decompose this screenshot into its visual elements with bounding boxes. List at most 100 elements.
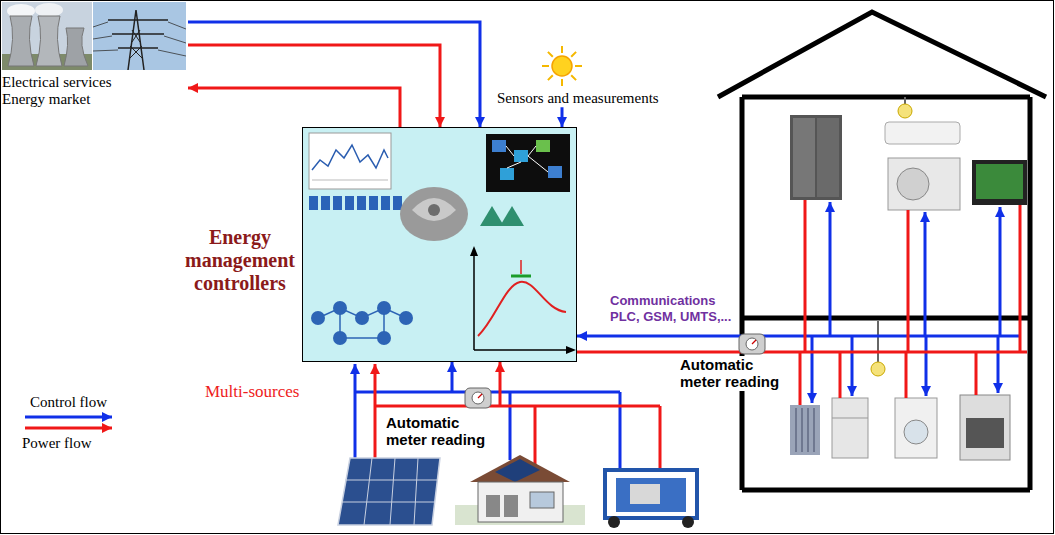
controller-collage (355, 311, 369, 325)
control-flow-arrow (561, 107, 564, 127)
controller-collage (309, 196, 318, 210)
pylon-photo (128, 10, 144, 70)
grid-supply: Electrical servicesEnergy market (2, 2, 188, 109)
controller-collage (492, 140, 506, 152)
meter-icon (739, 334, 765, 354)
controller-collage (428, 204, 440, 216)
appliance-icon (895, 398, 937, 458)
pylon-photo (93, 2, 186, 70)
controller-collage (500, 206, 524, 226)
appliance-icon (904, 420, 928, 444)
controller-collage (400, 187, 468, 241)
controller-collage (311, 311, 325, 325)
battery-house (495, 459, 540, 482)
control-wire (680, 335, 1020, 338)
pylon-photo (108, 20, 168, 48)
meter-icon (465, 388, 491, 408)
appliance-icon (832, 418, 868, 419)
appliance-icon (966, 418, 1004, 448)
power-flow-arrow (499, 362, 502, 388)
controller-box: Energy management controllers (302, 127, 577, 362)
control-wire (999, 207, 1002, 336)
control-flow-arrow (188, 22, 480, 127)
generator (616, 478, 686, 512)
battery-house (478, 482, 563, 522)
appliance-icon (897, 168, 929, 200)
appliance-icon (877, 321, 879, 362)
battery-house (455, 455, 585, 525)
control-flow-arrow (451, 362, 454, 388)
protocol-label: Communications (610, 294, 715, 309)
sensor-input: Sensors and measurements (497, 48, 712, 107)
supply-label: Electrical services (2, 74, 188, 91)
meter-icon (739, 334, 765, 354)
generator (608, 516, 620, 528)
sources-label: Multi-sources (205, 382, 299, 402)
controller-collage (486, 134, 570, 192)
battery-house (504, 495, 518, 517)
legend-sample (25, 427, 112, 430)
control-flow-arrow (577, 335, 680, 338)
appliance-icon (898, 104, 912, 118)
controller-collage (514, 150, 528, 162)
battery-house (486, 495, 500, 517)
generator (605, 470, 697, 518)
control-wire (851, 336, 854, 396)
controller-collage (302, 127, 577, 362)
appliance-icon (817, 118, 839, 197)
appliance-icon (960, 395, 1010, 460)
controller-collage (548, 166, 562, 178)
legend-text: Power flow (22, 435, 92, 452)
appliance-icon (796, 408, 814, 452)
house-outline (718, 12, 1046, 97)
power-plant-photo (35, 3, 63, 17)
pylon-photo (93, 2, 186, 70)
legend-text: Control flow (30, 394, 107, 411)
controller-collage (500, 168, 514, 180)
sun-icon (542, 46, 582, 86)
controller-collage (478, 282, 566, 336)
meter-node: Automatic meter reading (386, 388, 510, 449)
control-wire (354, 364, 357, 458)
power-flow-arrow (188, 88, 400, 127)
controller-collage (520, 260, 522, 274)
meter-icon (465, 388, 491, 408)
power-plant-photo (64, 28, 88, 66)
supply-label: Energy market (2, 91, 188, 108)
control-wire (997, 336, 1000, 393)
solar-panel (338, 458, 440, 525)
power-plant-photo (8, 16, 34, 66)
controller-collage (399, 311, 413, 325)
house-outline (742, 97, 1030, 490)
controller-collage (333, 196, 342, 210)
controller-collage (302, 127, 577, 362)
meter-icon (752, 340, 756, 344)
power-wire (374, 364, 377, 458)
protocol-label: PLC, GSM, UMTS,... (610, 310, 731, 325)
power-flow-line (577, 351, 680, 354)
appliance-icon (972, 160, 1027, 205)
controller-collage (345, 196, 354, 210)
appliance-icon (904, 97, 906, 104)
power-plant-photo (36, 16, 62, 66)
sun-icon (542, 46, 582, 86)
meter-label: Automatic meter reading (680, 356, 790, 391)
appliance-icon (976, 164, 1023, 199)
controller-collage (309, 133, 391, 189)
control-wire (355, 202, 1020, 470)
appliance-icon (871, 362, 885, 376)
sensor-label: Sensors and measurements (497, 90, 712, 107)
controller-collage (412, 198, 456, 221)
house-outline (718, 12, 1046, 490)
control-wire (829, 202, 832, 336)
appliance-icon (790, 115, 842, 200)
controller-collage (480, 206, 504, 226)
appliance-icon (885, 122, 960, 144)
meter-node: Automatic meter reading (680, 326, 794, 391)
meter-icon (478, 394, 482, 398)
controller-collage (312, 180, 388, 181)
power-flow-arrow (188, 45, 440, 127)
control-wire (924, 212, 927, 336)
controller-collage (566, 346, 576, 354)
